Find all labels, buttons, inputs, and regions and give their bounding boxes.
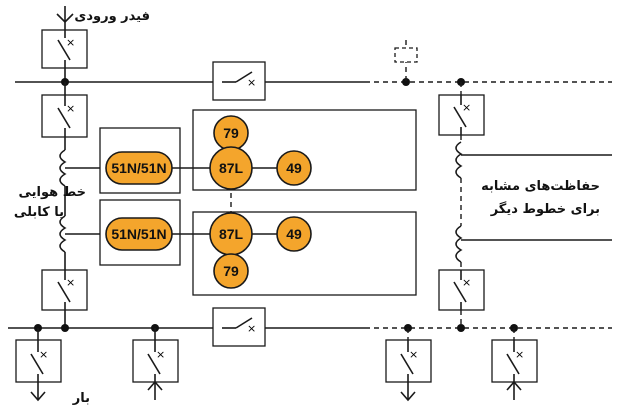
load-feeder-3[interactable]: × bbox=[385, 328, 432, 402]
left-breaker-bottom[interactable]: × bbox=[41, 269, 88, 311]
relay-87l-top[interactable]: 87L bbox=[209, 146, 253, 190]
load-feeder-4[interactable]: × bbox=[491, 328, 538, 400]
load-feeder-1[interactable]: × bbox=[15, 328, 62, 402]
load-label: بار bbox=[72, 391, 90, 406]
top-tie-breaker[interactable]: × bbox=[212, 61, 266, 101]
right-current-transformer-bottom bbox=[455, 225, 463, 263]
svg-text:×: × bbox=[66, 102, 75, 115]
relay-51n-bottom[interactable]: 51N/51N bbox=[105, 217, 173, 251]
svg-text:×: × bbox=[247, 322, 256, 335]
left-breaker-top[interactable]: × bbox=[41, 94, 88, 138]
right-breaker-bottom[interactable]: × bbox=[438, 269, 485, 311]
svg-text:×: × bbox=[39, 348, 48, 361]
svg-text:51N/51N: 51N/51N bbox=[111, 160, 166, 176]
svg-text:×: × bbox=[66, 276, 75, 289]
line-type-label-1: خط هوایی bbox=[19, 185, 86, 200]
line-type-label-2: یا کابلی bbox=[14, 205, 64, 220]
dashed-breaker-symbol bbox=[394, 40, 418, 82]
relay-49-bottom[interactable]: 49 bbox=[276, 216, 312, 252]
similar-protection-label-2: برای خطوط دیگر bbox=[490, 201, 600, 217]
relay-87l-bottom[interactable]: 87L bbox=[209, 212, 253, 256]
load-feeder-2[interactable]: × bbox=[132, 328, 179, 400]
svg-text:49: 49 bbox=[286, 226, 302, 242]
bus-node bbox=[402, 78, 410, 86]
current-transformer-bottom bbox=[59, 215, 67, 253]
incoming-feeder-label: فیدر ورودی bbox=[74, 9, 150, 24]
svg-text:×: × bbox=[156, 348, 165, 361]
relay-79-bottom[interactable]: 79 bbox=[213, 253, 249, 289]
svg-text:×: × bbox=[462, 276, 471, 289]
relay-79-top[interactable]: 79 bbox=[213, 115, 249, 151]
similar-protection-label-1: حفاظت‌های مشابه bbox=[481, 179, 600, 194]
svg-text:79: 79 bbox=[223, 125, 239, 141]
relay-49-top[interactable]: 49 bbox=[276, 150, 312, 186]
svg-text:×: × bbox=[247, 76, 256, 89]
right-breaker-top[interactable]: × bbox=[438, 94, 485, 136]
svg-text:×: × bbox=[515, 348, 524, 361]
feeder-breaker[interactable]: × bbox=[41, 29, 88, 69]
current-transformer-top bbox=[59, 149, 67, 187]
svg-text:×: × bbox=[409, 348, 418, 361]
svg-text:87L: 87L bbox=[219, 160, 244, 176]
svg-text:×: × bbox=[66, 36, 75, 49]
svg-text:79: 79 bbox=[223, 263, 239, 279]
relay-51n-top[interactable]: 51N/51N bbox=[105, 151, 173, 185]
svg-text:87L: 87L bbox=[219, 226, 244, 242]
bottom-tie-breaker[interactable]: × bbox=[212, 307, 266, 347]
incoming-feeder-arrow bbox=[56, 6, 74, 30]
svg-text:49: 49 bbox=[286, 160, 302, 176]
svg-text:51N/51N: 51N/51N bbox=[111, 226, 166, 242]
svg-text:×: × bbox=[462, 101, 471, 114]
right-current-transformer-top bbox=[455, 141, 463, 179]
